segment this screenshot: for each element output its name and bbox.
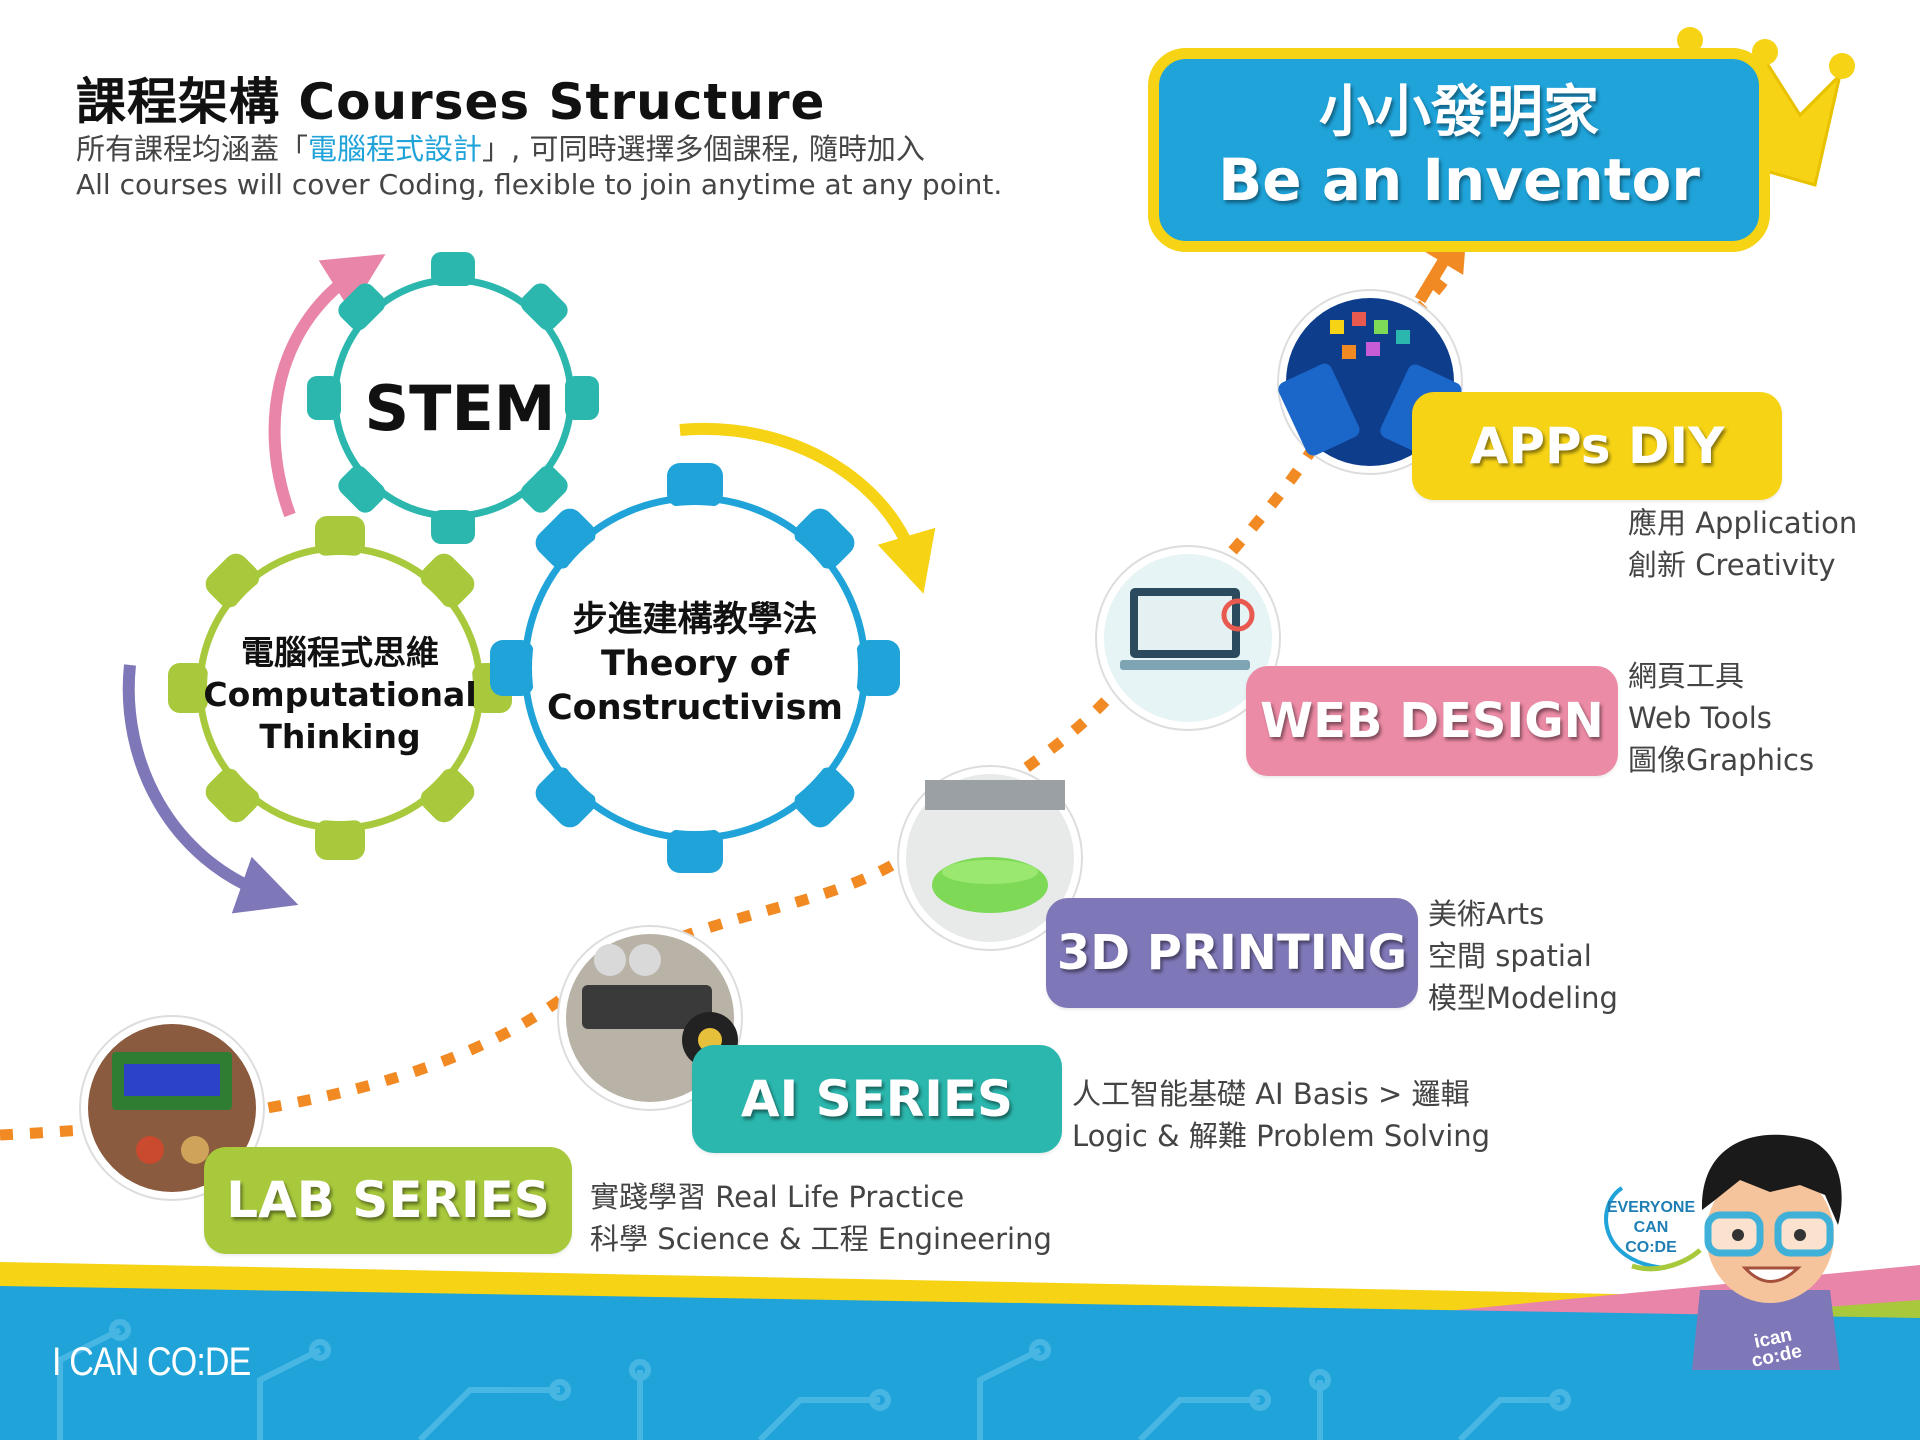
course-3d-printing: 3D PRINTING xyxy=(1046,898,1418,1008)
gear-stem-icon xyxy=(307,252,599,544)
everyone-can-code-badge-icon xyxy=(1604,1186,1702,1272)
description-line: 空間 spatial xyxy=(1428,939,1592,973)
description-line: Web Tools xyxy=(1628,701,1772,735)
course-apps-description: 應用 Application 創新 Creativity xyxy=(1628,502,1857,586)
badge-line-1: EVERYONE xyxy=(1606,1199,1696,1216)
course-3d-description: 美術Arts 空間 spatial 模型Modeling xyxy=(1428,893,1618,1019)
web-design-photo xyxy=(1095,545,1281,731)
gear-constructivism-line-1: 步進建構教學法 xyxy=(572,600,818,640)
brand-logo: I CAN CO:DE xyxy=(52,1340,251,1384)
goal-title-en: Be an Inventor xyxy=(1218,146,1700,214)
gear-stem-label: STEM xyxy=(364,372,556,445)
description-line: 實踐學習 Real Life Practice xyxy=(590,1180,965,1214)
description-line: 人工智能基礎 AI Basis > 邏輯 xyxy=(1072,1077,1470,1111)
description-line: 圖像Graphics xyxy=(1628,743,1815,777)
course-ai-description: 人工智能基礎 AI Basis > 邏輯 Logic & 解難 Problem … xyxy=(1072,1073,1490,1157)
mascot-boy-icon xyxy=(1692,1134,1842,1370)
goal-title-zh: 小小發明家 xyxy=(1319,80,1599,145)
gear-computational-line-3: Thinking xyxy=(259,717,421,756)
gear-computational-icon xyxy=(168,516,512,860)
subtitle-zh-highlight: 電腦程式設計 xyxy=(308,132,483,166)
course-lab-description: 實踐學習 Real Life Practice 科學 Science & 工程 … xyxy=(590,1176,1052,1260)
description-line: 創新 Creativity xyxy=(1628,548,1836,582)
gear-constructivism-line-3: Constructivism xyxy=(547,688,843,728)
subtitle-zh: 所有課程均涵蓋「電腦程式設計」, 可同時選擇多個課程, 隨時加入 xyxy=(76,126,925,168)
gear-constructivism-label: 步進建構教學法 Theory of Constructivism xyxy=(520,598,870,730)
course-apps-diy: APPs DIY xyxy=(1412,392,1782,500)
footer-blue-band xyxy=(0,1286,1920,1440)
description-line: 網頁工具 xyxy=(1628,659,1745,693)
description-line: 科學 Science & 工程 Engineering xyxy=(590,1222,1052,1256)
course-web-description: 網頁工具 Web Tools 圖像Graphics xyxy=(1628,655,1814,781)
yellow-arrow-icon xyxy=(679,422,936,594)
purple-arrow-icon xyxy=(122,664,299,914)
subtitle-zh-post: 」, 可同時選擇多個課程, 隨時加入 xyxy=(482,132,925,166)
course-ai-series: AI SERIES xyxy=(692,1045,1062,1153)
description-line: 美術Arts xyxy=(1428,897,1545,931)
description-line: 模型Modeling xyxy=(1428,981,1618,1015)
gear-computational-line-2: Computational xyxy=(203,675,477,714)
pink-arrow-icon xyxy=(268,254,386,518)
subtitle-en: All courses will cover Coding, flexible … xyxy=(76,168,1003,201)
circuit-pattern xyxy=(57,1319,1571,1440)
everyone-can-code-badge: EVERYONE CAN CO:DE xyxy=(1606,1198,1696,1258)
gear-computational-label: 電腦程式思維 Computational Thinking xyxy=(190,632,490,758)
page-title: 課程架構 Courses Structure xyxy=(76,73,826,131)
description-line: Logic & 解難 Problem Solving xyxy=(1072,1119,1491,1153)
badge-line-2: CAN CO:DE xyxy=(1625,1219,1677,1256)
gear-computational-line-1: 電腦程式思維 xyxy=(241,633,439,672)
description-line: 應用 Application xyxy=(1628,506,1858,540)
course-lab-series: LAB SERIES xyxy=(204,1147,572,1254)
goal-banner: 小小發明家 Be an Inventor xyxy=(1148,48,1770,252)
subtitle-zh-pre: 所有課程均涵蓋「 xyxy=(76,132,309,166)
course-web-design: WEB DESIGN xyxy=(1246,666,1618,776)
3d-printing-photo xyxy=(897,765,1083,951)
gear-constructivism-line-2: Theory of xyxy=(600,644,790,684)
gear-constructivism-icon xyxy=(490,463,900,873)
